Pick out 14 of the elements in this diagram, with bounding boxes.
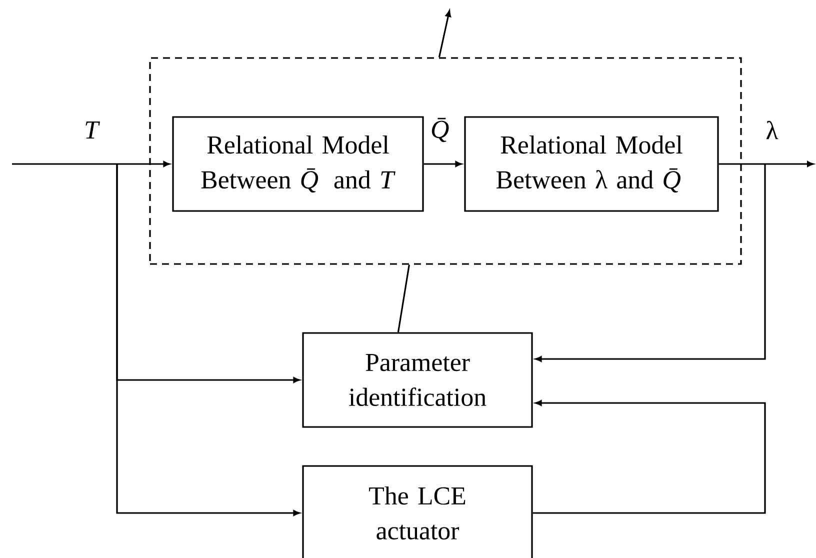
process-box: Relational Model Between λ and Q̄: [464, 116, 719, 212]
arrow: [438, 10, 452, 58]
arrow: [424, 161, 462, 167]
edge-label: λ: [764, 120, 780, 140]
edge-label: T: [83, 120, 101, 140]
process-box: Relational Model Between Q̄ and T: [172, 116, 424, 212]
edge-label: Q̄: [430, 116, 456, 144]
arrow: [532, 400, 766, 514]
arrow: [116, 164, 300, 516]
arrow: [718, 161, 814, 167]
arrow: [535, 164, 766, 362]
process-box: The LCE actuator: [302, 465, 533, 558]
process-box: Parameter identification: [302, 332, 533, 428]
arrow: [12, 161, 170, 167]
